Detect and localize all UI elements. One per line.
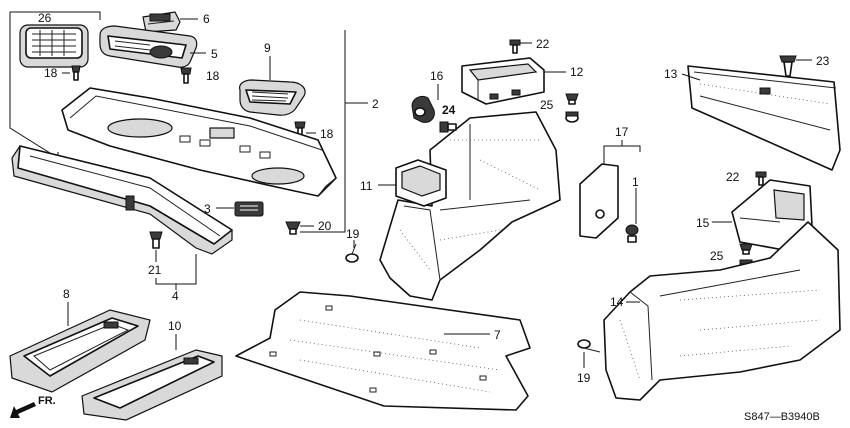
part-20-clip (285, 221, 301, 235)
part-3-garnish (234, 201, 264, 217)
callout-18-c: 18 (320, 127, 334, 141)
callout-16: 16 (430, 69, 444, 83)
diagram-code: S847—B3940B (744, 411, 820, 423)
callout-24: 24 (442, 103, 456, 117)
part-14-trunk-lining-right (603, 221, 841, 401)
part-6-bracket (142, 11, 181, 33)
direction-label: FR. (38, 395, 56, 407)
callout-20: 20 (318, 219, 332, 233)
part-7-trunk-floor-mat (235, 291, 531, 411)
callout-23: 23 (816, 54, 830, 68)
callout-13: 13 (664, 67, 678, 81)
callout-10: 10 (168, 319, 182, 333)
part-15-side-box (731, 179, 813, 251)
callout-19-a: 19 (346, 227, 360, 241)
callout-26: 26 (38, 11, 52, 25)
front-direction-arrow-icon (10, 402, 36, 418)
callout-14: 14 (610, 295, 624, 309)
bracket-group-2-side (300, 30, 346, 233)
part-17-access-lid (579, 163, 619, 239)
callout-4: 4 (172, 289, 179, 303)
callout-17: 17 (615, 125, 629, 139)
callout-11: 11 (360, 179, 373, 193)
part-18-clip-b (180, 67, 192, 84)
callout-9: 9 (264, 41, 271, 55)
part-5-speaker-cover (99, 25, 198, 68)
part-13-rear-panel-trim (687, 65, 841, 171)
callout-7: 7 (494, 328, 501, 342)
callout-5: 5 (211, 47, 218, 61)
part-8-lid (9, 309, 151, 393)
callout-18-b: 18 (206, 69, 220, 83)
part-19-screw-a (345, 243, 359, 263)
part-trunk-lining-left (379, 111, 561, 301)
part-11-storage-box (395, 159, 447, 207)
part-18-clip-a (62, 65, 81, 81)
callout-3: 3 (204, 202, 211, 216)
callout-22-b: 22 (726, 170, 740, 184)
part-2-rear-tray (61, 87, 337, 197)
leader-13 (681, 73, 701, 81)
part-24-bolt (439, 121, 457, 133)
callout-25-b: 25 (710, 249, 724, 263)
part-22-screw-b (755, 171, 767, 186)
callout-21: 21 (148, 263, 162, 277)
callout-2: 2 (372, 97, 379, 111)
part-1-latch (625, 224, 639, 243)
part-12-tray (461, 57, 545, 105)
callout-15: 15 (696, 216, 710, 230)
callout-25-a: 25 (540, 98, 554, 112)
part-26-cover (19, 24, 89, 68)
callout-19-b: 19 (577, 371, 591, 385)
part-10-side-lid (81, 349, 223, 421)
callout-6: 6 (203, 12, 210, 26)
part-16-mount (411, 95, 435, 123)
callout-1: 1 (632, 175, 639, 189)
part-23-clip (779, 55, 797, 77)
part-25-clip-a (565, 93, 579, 123)
callout-18-a: 18 (44, 66, 58, 80)
part-21-clip (149, 231, 163, 249)
callout-8: 8 (63, 287, 70, 301)
bracket-group-2-right (10, 11, 101, 20)
part-9-speaker-grille (239, 79, 306, 116)
callout-22-a: 22 (536, 37, 550, 51)
part-22-screw-a (509, 39, 521, 54)
bracket-group-4 (155, 254, 197, 285)
part-19-screw-b (577, 339, 601, 353)
bracket-group-17 (603, 145, 641, 152)
callout-12: 12 (570, 65, 584, 79)
part-4-rear-shelf-trim (11, 145, 233, 255)
